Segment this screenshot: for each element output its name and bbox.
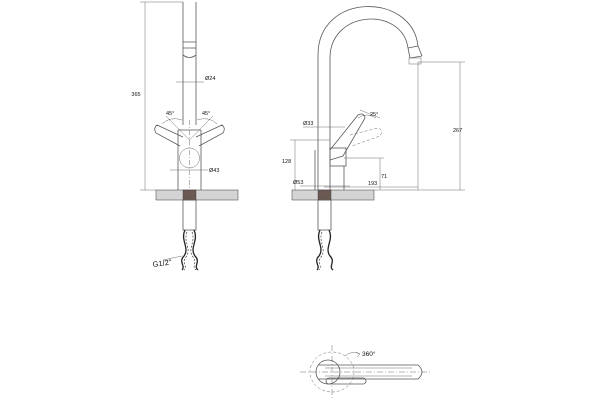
side-height-label: 267: [453, 128, 462, 134]
side-mount-thread: [317, 189, 332, 201]
front-hose-left-braid: [183, 231, 189, 271]
side-hose-right: [327, 229, 334, 271]
front-angle-right-label: 45°: [202, 111, 210, 117]
front-height-dimension-line: [140, 1, 183, 191]
side-angle-label: 25°: [370, 112, 378, 118]
side-hose-left: [316, 229, 322, 271]
side-handle-height-label: 128: [282, 159, 291, 165]
front-body-diameter-label: Ø43: [209, 168, 219, 174]
side-angle-arc: [357, 109, 381, 119]
front-angle-left-arc: [161, 118, 183, 125]
front-mount-shank: [182, 199, 197, 231]
side-height-dimension-line: [374, 61, 465, 191]
front-spout-diameter-label: Ø24: [205, 76, 215, 82]
side-countertop: [291, 189, 375, 201]
front-angle-right-arc: [196, 118, 218, 125]
side-spout-outer: [317, 6, 419, 190]
top-rotation-label: 360°: [362, 350, 376, 358]
side-aerator: [408, 57, 422, 65]
front-angle-left-label: 45°: [166, 111, 174, 117]
front-countertop: [155, 189, 239, 201]
side-handle-height-line: [290, 139, 330, 190]
top-rotation-arrow: [344, 351, 361, 358]
side-lower-body: [314, 150, 345, 190]
side-spout-height-line: [344, 157, 384, 190]
front-mount-thread: [182, 189, 197, 201]
front-right-handle: [195, 124, 225, 147]
side-hose-braid: [318, 231, 324, 271]
side-cartridge-body: [329, 147, 347, 167]
top-view: 360°: [300, 345, 430, 398]
front-view: 365 Ø24 45° 45° Ø43 G1/2": [131, 1, 239, 271]
side-lever-handle: [329, 113, 366, 161]
front-thread-leader: [162, 255, 183, 261]
side-base-diameter-label: Ø53: [293, 180, 303, 186]
side-lever-alt: [349, 127, 382, 147]
top-lever: [325, 377, 367, 385]
front-hose-right: [192, 229, 199, 271]
side-spout-tip: [407, 45, 423, 59]
front-height-label: 365: [131, 92, 140, 98]
front-left-handle: [154, 124, 184, 147]
front-thread-label: G1/2": [152, 257, 172, 269]
front-hose-right-braid: [190, 231, 197, 271]
side-reach-line: [324, 62, 419, 190]
side-spout-height-label: 71: [381, 174, 387, 180]
side-spout-inner: [329, 18, 409, 190]
front-hose-left: [181, 229, 187, 271]
side-mount-shank: [317, 199, 332, 231]
side-reach-label: 193: [368, 181, 377, 187]
front-angle-guides: [165, 115, 214, 141]
side-view: 267 Ø33 25° 128 Ø53 71 193: [282, 6, 465, 271]
side-body-diameter-label: Ø33: [303, 121, 313, 127]
front-spout-tube: [182, 2, 197, 55]
front-upper-body: [182, 55, 197, 125]
front-spout-tip: [182, 41, 197, 58]
